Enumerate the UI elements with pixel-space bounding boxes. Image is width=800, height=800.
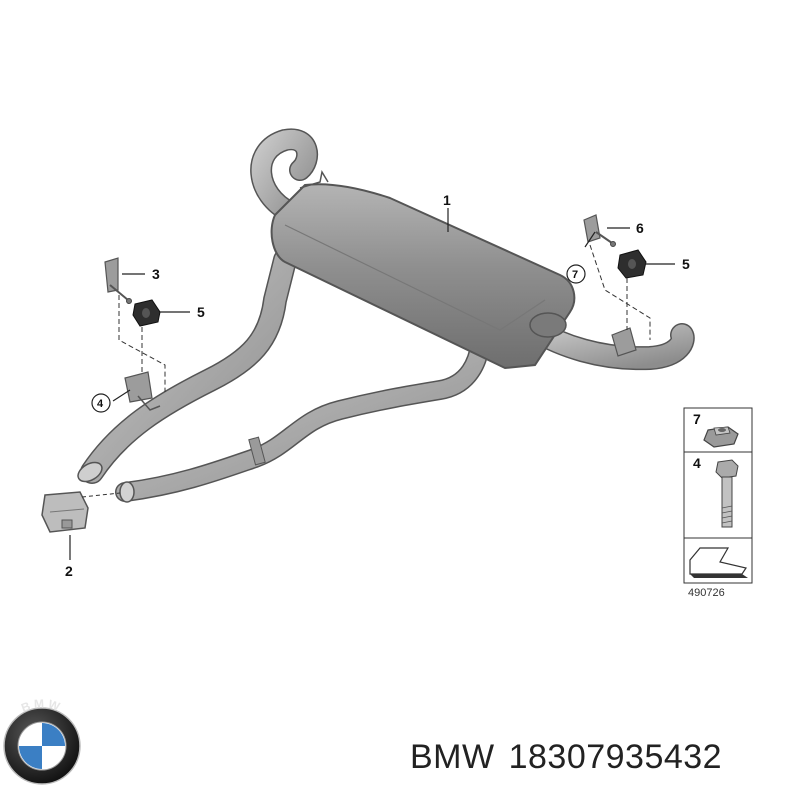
bolt-icon — [715, 459, 739, 528]
callout-2: 2 — [65, 563, 73, 579]
footer-brand-name: BMW — [410, 738, 495, 776]
callout-4-circle: 4 — [91, 393, 111, 413]
hanger-bracket-left — [104, 257, 132, 304]
diagram-reference-number: 490726 — [688, 587, 725, 599]
rear-muffler — [270, 169, 576, 370]
bmw-logo-text: BMW — [19, 697, 64, 716]
legend-box: 7 4 — [683, 407, 753, 584]
dash-lines-right — [589, 244, 651, 340]
view-arrow-icon — [689, 547, 748, 578]
muffler-outlet — [529, 312, 567, 338]
callout-1: 1 — [443, 192, 451, 208]
inlet-curve-top — [250, 128, 318, 223]
dash-lines-left — [118, 295, 166, 392]
callout-4: 4 — [97, 398, 104, 410]
bracket-left-lower — [124, 371, 161, 411]
legend-item-7-label: 7 — [693, 411, 701, 427]
bmw-logo: BMW — [3, 697, 81, 785]
hanger-bracket-right — [583, 214, 616, 247]
leader-lines — [69, 208, 675, 560]
legend-item-4-label: 4 — [693, 455, 701, 471]
rubber-mount-right — [617, 249, 647, 279]
callout-5-left: 5 — [197, 304, 205, 320]
callout-6: 6 — [636, 220, 644, 236]
callout-7: 7 — [572, 269, 578, 281]
pipe-clamp — [41, 491, 121, 533]
rubber-mount-left — [132, 299, 161, 327]
bracket-right-lower — [611, 327, 637, 357]
callout-7-circle: 7 — [566, 264, 586, 284]
nut-icon — [703, 426, 739, 448]
pipe-inlet-right — [119, 481, 135, 503]
footer-part-label: BMW 18307935432 — [410, 738, 722, 777]
tailpipe-right — [523, 318, 695, 371]
footer-part-number: 18307935432 — [508, 738, 723, 776]
front-pipe-left — [77, 248, 297, 484]
callout-5-right: 5 — [682, 256, 690, 272]
front-pipe-right — [115, 335, 490, 503]
pipe-sensor-boss — [248, 436, 266, 466]
pipe-inlet-left — [77, 461, 103, 483]
callout-3: 3 — [152, 266, 160, 282]
